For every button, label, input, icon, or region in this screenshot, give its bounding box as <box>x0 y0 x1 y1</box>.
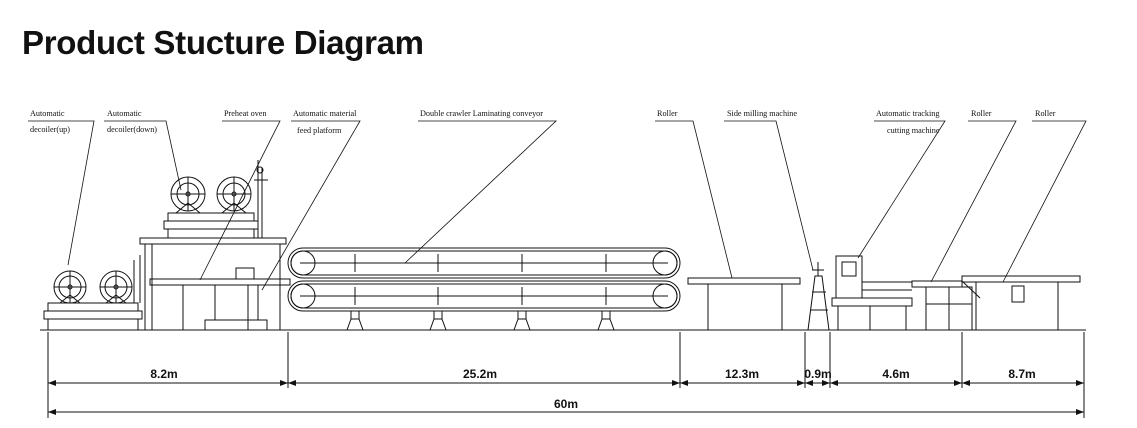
roller-table-2 <box>911 280 981 331</box>
cutting-machine <box>831 255 913 330</box>
side-milling-machine <box>807 262 830 331</box>
dimension-label-5: 4.6m <box>882 367 909 381</box>
dimension-label-2: 25.2m <box>463 367 497 381</box>
roller-table-3 <box>961 275 1081 330</box>
callout-decoiler-up-line1: Automatic <box>30 109 65 118</box>
dimension-lines <box>47 332 1085 418</box>
dimension-label-3: 12.3m <box>725 367 759 381</box>
dimension-label-6: 8.7m <box>1008 367 1035 381</box>
callout-material-feed-line2: feed platform <box>297 126 342 135</box>
page-title: Product Stucture Diagram <box>22 24 424 61</box>
callout-material-feed: Automatic material feed platform <box>293 109 357 135</box>
callout-roller-3: Roller <box>1035 109 1056 118</box>
dimension-label-1: 8.2m <box>150 367 177 381</box>
elevated-decoiler-platform <box>139 160 287 330</box>
callout-material-feed-line1: Automatic material <box>293 109 357 118</box>
preheat-oven-table <box>149 267 291 331</box>
callout-preheat-oven: Preheat oven <box>224 109 267 118</box>
callout-decoiler-up-line2: decoiler(up) <box>30 125 70 134</box>
callout-cutting-machine-line2: cutting machine <box>887 126 940 135</box>
dimension-label-total: 60m <box>554 397 578 411</box>
machine-drawing <box>40 160 1086 331</box>
leader-lines <box>28 120 1087 291</box>
callout-decoiler-down-line2: decoiler(down) <box>107 125 157 134</box>
callout-decoiler-down-line1: Automatic <box>107 109 142 118</box>
callout-cutting-machine-line1: Automatic tracking <box>876 109 939 118</box>
callout-decoiler-down: Automatic decoiler(down) <box>107 109 157 134</box>
roller-table-1 <box>687 277 801 330</box>
decoiler-down-unit <box>43 255 143 330</box>
callout-cutting-machine: Automatic tracking cutting machine <box>876 109 940 135</box>
callout-side-milling: Side milling machine <box>727 109 797 118</box>
callout-roller-1: Roller <box>657 109 678 118</box>
callout-laminating-conveyor: Double crawler Laminating conveyor <box>420 109 543 118</box>
callout-decoiler-up: Automatic decoiler(up) <box>30 109 70 134</box>
dimension-label-4: 0.9m <box>804 367 831 381</box>
callout-roller-2: Roller <box>971 109 992 118</box>
laminating-conveyor <box>287 247 681 331</box>
